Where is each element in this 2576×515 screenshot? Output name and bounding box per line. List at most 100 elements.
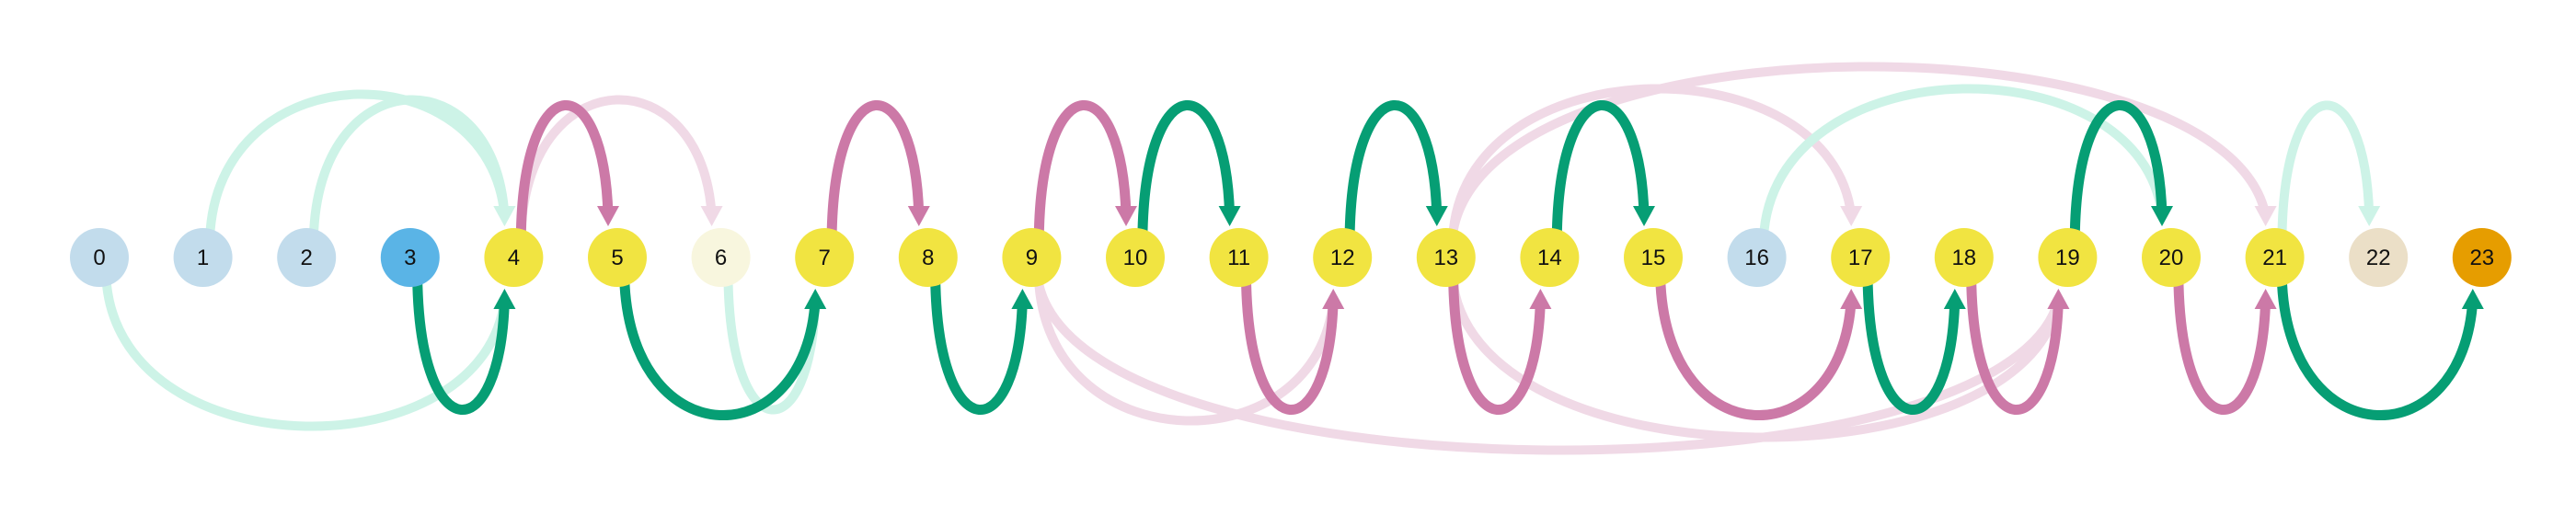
node-20[interactable]: 20 <box>2142 228 2201 287</box>
node-17[interactable]: 17 <box>1831 228 1891 287</box>
edge-arrowhead-21-23 <box>2461 289 2484 309</box>
node-circle-7[interactable] <box>795 228 855 287</box>
node-label-23: 23 <box>2469 246 2494 270</box>
edge-9-12 <box>1034 280 1339 426</box>
edge-13-14 <box>1448 280 1546 415</box>
edge-4-5 <box>515 100 614 235</box>
edge-4-6 <box>516 95 717 235</box>
node-5[interactable]: 5 <box>588 228 647 287</box>
edge-13-21 <box>1448 62 2271 235</box>
edge-16-20 <box>1759 84 2167 235</box>
node-23[interactable]: 23 <box>2452 228 2512 287</box>
node-4[interactable]: 4 <box>484 228 544 287</box>
node-circle-18[interactable] <box>1934 228 1994 287</box>
node-circle-6[interactable] <box>691 228 751 287</box>
node-circle-23[interactable] <box>2452 228 2512 287</box>
node-circle-17[interactable] <box>1831 228 1891 287</box>
node-2[interactable]: 2 <box>277 228 337 287</box>
edge-1-4 <box>205 89 510 235</box>
edge-9-10 <box>1033 100 1132 235</box>
edge-arrowhead-19-20 <box>2151 206 2173 226</box>
node-1[interactable]: 1 <box>173 228 233 287</box>
node-circle-8[interactable] <box>898 228 958 287</box>
node-circle-15[interactable] <box>1624 228 1683 287</box>
node-circle-20[interactable] <box>2142 228 2201 287</box>
node-circle-10[interactable] <box>1106 228 1165 287</box>
edge-12-13 <box>1344 100 1443 235</box>
node-19[interactable]: 19 <box>2038 228 2098 287</box>
edge-arrowhead-8-9 <box>1011 289 1034 309</box>
node-circle-11[interactable] <box>1209 228 1269 287</box>
edge-17-18 <box>1862 280 1961 415</box>
node-label-12: 12 <box>1330 246 1355 270</box>
node-14[interactable]: 14 <box>1520 228 1580 287</box>
node-15[interactable]: 15 <box>1624 228 1683 287</box>
edge-arrowhead-10-11 <box>1218 206 1241 226</box>
edge-arrowhead-2-4 <box>493 206 516 226</box>
node-circle-1[interactable] <box>173 228 233 287</box>
node-8[interactable]: 8 <box>898 228 958 287</box>
edge-arrowhead-13-14 <box>1529 289 1552 309</box>
node-10[interactable]: 10 <box>1106 228 1165 287</box>
edge-0-4 <box>102 280 510 431</box>
edge-11-12 <box>1241 280 1339 415</box>
edge-10-11 <box>1137 100 1236 235</box>
node-circle-19[interactable] <box>2038 228 2098 287</box>
node-label-17: 17 <box>1848 246 1873 270</box>
node-label-9: 9 <box>1026 246 1038 270</box>
node-circle-14[interactable] <box>1520 228 1580 287</box>
edge-18-19 <box>1966 280 2064 415</box>
edge-8-9 <box>930 280 1028 415</box>
node-circle-5[interactable] <box>588 228 647 287</box>
edge-5-7 <box>619 280 821 420</box>
node-label-10: 10 <box>1123 246 1148 270</box>
edge-7-8 <box>826 100 925 235</box>
node-9[interactable]: 9 <box>1002 228 1062 287</box>
node-circle-12[interactable] <box>1313 228 1373 287</box>
node-circle-21[interactable] <box>2245 228 2305 287</box>
edge-arrowhead-7-8 <box>907 206 930 226</box>
edge-13-19 <box>1448 280 2064 442</box>
node-label-11: 11 <box>1227 246 1250 270</box>
node-label-4: 4 <box>508 246 520 270</box>
node-22[interactable]: 22 <box>2349 228 2409 287</box>
node-circle-13[interactable] <box>1416 228 1476 287</box>
edge-21-22 <box>2277 100 2375 235</box>
edge-14-15 <box>1551 100 1650 235</box>
node-0[interactable]: 0 <box>70 228 129 287</box>
node-label-20: 20 <box>2159 246 2184 270</box>
node-13[interactable]: 13 <box>1416 228 1476 287</box>
node-3[interactable]: 3 <box>380 228 440 287</box>
node-label-18: 18 <box>1951 246 1976 270</box>
edge-arrowhead-5-7 <box>804 289 827 309</box>
edge-2-4 <box>309 95 510 235</box>
edge-arrowhead-14-15 <box>1633 206 1655 226</box>
node-label-0: 0 <box>93 246 105 270</box>
node-circle-22[interactable] <box>2349 228 2409 287</box>
node-6[interactable]: 6 <box>691 228 751 287</box>
node-7[interactable]: 7 <box>795 228 855 287</box>
node-circle-16[interactable] <box>1727 228 1787 287</box>
node-18[interactable]: 18 <box>1934 228 1994 287</box>
edge-arrowhead-12-13 <box>1425 206 1448 226</box>
node-circle-3[interactable] <box>380 228 440 287</box>
node-label-5: 5 <box>611 246 623 270</box>
edge-3-4 <box>412 280 510 415</box>
node-label-21: 21 <box>2262 246 2287 270</box>
node-label-7: 7 <box>819 246 831 270</box>
node-circle-2[interactable] <box>277 228 337 287</box>
node-12[interactable]: 12 <box>1313 228 1373 287</box>
node-16[interactable]: 16 <box>1727 228 1787 287</box>
node-label-3: 3 <box>404 246 416 270</box>
node-21[interactable]: 21 <box>2245 228 2305 287</box>
node-circle-0[interactable] <box>70 228 129 287</box>
node-circle-9[interactable] <box>1002 228 1062 287</box>
edge-arrowhead-11-12 <box>1322 289 1345 309</box>
node-circle-4[interactable] <box>484 228 544 287</box>
node-11[interactable]: 11 <box>1209 228 1269 287</box>
edge-arrowhead-21-22 <box>2358 206 2381 226</box>
node-label-19: 19 <box>2055 246 2080 270</box>
edges-layer <box>102 62 2484 455</box>
node-label-6: 6 <box>715 246 727 270</box>
